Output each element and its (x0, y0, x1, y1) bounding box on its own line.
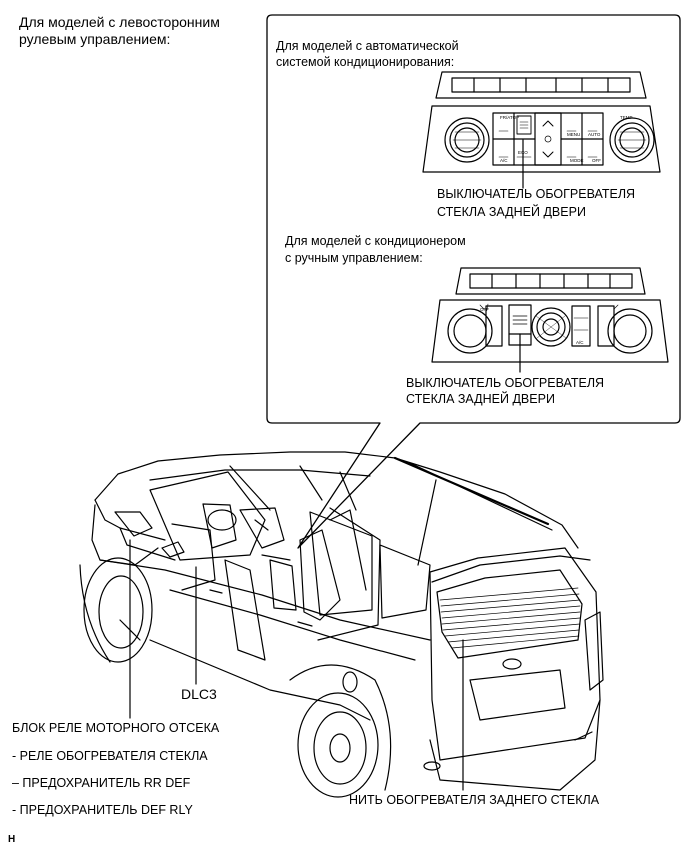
dlc3-label: DLC3 (181, 686, 217, 702)
auto-panel-label-3: A/C (500, 158, 508, 163)
auto-panel-label-7: AUTO (588, 132, 601, 137)
manual-ac-caption-line1: Для моделей с кондиционером (285, 234, 466, 248)
manual-ac-caption-line2: с ручным управлением: (285, 251, 423, 265)
manual-panel-label-1: OFF (480, 307, 489, 312)
vehicle-illustration (79, 451, 604, 798)
lhd-caption-line1: Для моделей с левосторонним (19, 14, 220, 30)
auto-panel-label-5: MODE (570, 158, 584, 163)
manual-ac-panel (431, 267, 669, 373)
lhd-caption-line2: рулевым управлением: (19, 31, 171, 47)
manual-ac-switch-label-line1: ВЫКЛЮЧАТЕЛЬ ОБОГРЕВАТЕЛЯ (406, 376, 605, 390)
auto-panel-label-6: OFF (592, 158, 601, 163)
rear-window-wire-label: НИТЬ ОБОГРЕВАТЕЛЯ ЗАДНЕГО СТЕКЛА (349, 793, 600, 807)
auto-ac-caption-line2: системой кондиционирования: (276, 55, 455, 69)
relay-block-label: БЛОК РЕЛЕ МОТОРНОГО ОТСЕКА (12, 721, 220, 735)
auto-ac-panel (422, 71, 661, 189)
relay-item-rr-def-fuse: – ПРЕДОХРАНИТЕЛЬ RR DEF (12, 776, 191, 790)
manual-ac-switch-label-line2: СТЕКЛА ЗАДНЕЙ ДВЕРИ (406, 392, 555, 406)
auto-panel-label-2: TEMP (620, 115, 633, 120)
relay-item-def-rly-fuse: - ПРЕДОХРАНИТЕЛЬ DEF RLY (12, 803, 193, 817)
auto-panel-label-1: FR/ATOP (500, 115, 520, 120)
callout-frame (266, 14, 681, 549)
auto-ac-caption-line1: Для моделей с автоматической (276, 39, 459, 53)
auto-ac-switch-label-line2: СТЕКЛА ЗАДНЕЙ ДВЕРИ (437, 205, 586, 219)
relay-item-glass-heater: - РЕЛЕ ОБОГРЕВАТЕЛЯ СТЕКЛА (12, 749, 208, 763)
auto-panel-label-4: ECO (518, 150, 528, 155)
figure-code: H (8, 834, 16, 845)
manual-panel-label-2: A/C (576, 340, 584, 345)
auto-panel-label-8: MENU (567, 132, 581, 137)
auto-ac-switch-label-line1: ВЫКЛЮЧАТЕЛЬ ОБОГРЕВАТЕЛЯ (437, 187, 636, 201)
